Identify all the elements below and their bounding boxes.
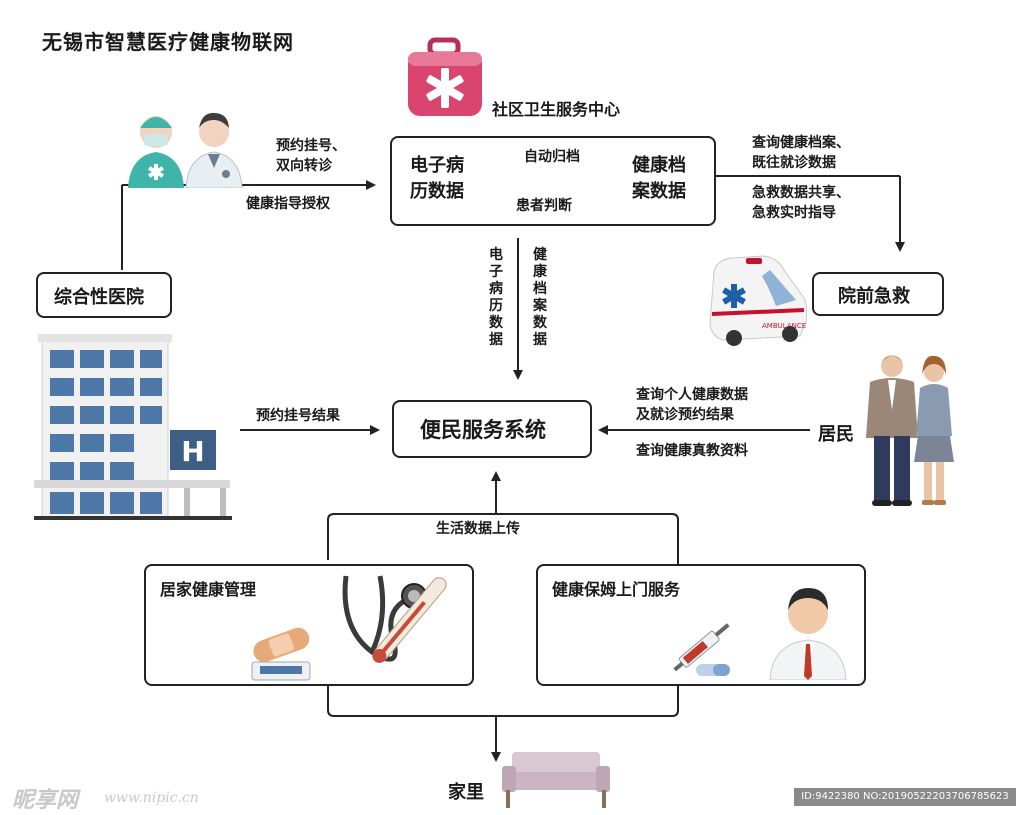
bandage-icon [251, 627, 311, 681]
watermark-url: www.nipic.cn [104, 790, 199, 806]
watermark-logo: 昵享网 [12, 787, 79, 813]
home-health-label: 居家健康管理 [160, 580, 257, 599]
ehr-data-label: 健康档案数据 [632, 155, 686, 202]
query-materials-label: 查询健康真教资料 [636, 443, 748, 459]
hospital-box [36, 272, 172, 318]
stethoscope-icon [342, 575, 427, 662]
svg-text:H: H [181, 435, 204, 468]
svg-text:AMBULANCE: AMBULANCE [762, 322, 806, 330]
hospital-label: 综合性医院 [54, 287, 144, 308]
patient-judgement-label: 患者判断 [516, 198, 572, 214]
ehr-data-vertical-label: 健康档案数据 [533, 247, 547, 348]
doctor-avatar-icon [769, 588, 847, 680]
syringe-icon [673, 623, 730, 672]
ambulance-icon: AMBULANCE [709, 255, 808, 346]
appointment-referral-label: 预约挂号、双向转诊 [276, 138, 346, 174]
query-records-label: 查询健康档案、既往就诊数据 [752, 135, 850, 171]
emr-data-vertical-label: 电子病历数据 [489, 247, 503, 348]
query-personal-label: 查询个人健康数据及就诊预约结果 [636, 387, 748, 423]
home-bracket-top [327, 513, 679, 564]
guidance-auth-label: 健康指导授权 [246, 196, 330, 212]
doctors-icon [128, 112, 243, 188]
sofa-icon [502, 752, 610, 808]
residents-icon [866, 355, 954, 506]
pill-icon [696, 664, 730, 676]
community-center-label: 社区卫生服务中心 [492, 100, 621, 119]
prehospital-box [812, 272, 944, 316]
emr-data-label: 电子病历数据 [410, 155, 464, 202]
emergency-share-label: 急救数据共享、急救实时指导 [752, 185, 850, 221]
residents-label: 居民 [818, 424, 854, 445]
home-label: 家里 [448, 782, 484, 803]
home-nurse-label: 健康保姆上门服务 [552, 580, 681, 599]
home-bracket-bottom [327, 686, 679, 717]
service-system-label: 便民服务系统 [420, 418, 546, 442]
watermark-id: ID:9422380 NO:20190522203706785623 [794, 788, 1016, 806]
prehospital-label: 院前急救 [838, 286, 910, 307]
community-data-box [390, 136, 716, 226]
hospital-building-icon: H [34, 334, 232, 520]
medkit-icon [408, 37, 482, 116]
page-title: 无锡市智慧医疗健康物联网 [42, 30, 294, 54]
life-data-upload-label: 生活数据上传 [436, 521, 520, 537]
auto-archive-label: 自动归档 [524, 149, 580, 165]
thermometer-icon [372, 577, 447, 663]
service-system-box [392, 400, 592, 458]
appointment-result-label: 预约挂号结果 [256, 408, 340, 424]
